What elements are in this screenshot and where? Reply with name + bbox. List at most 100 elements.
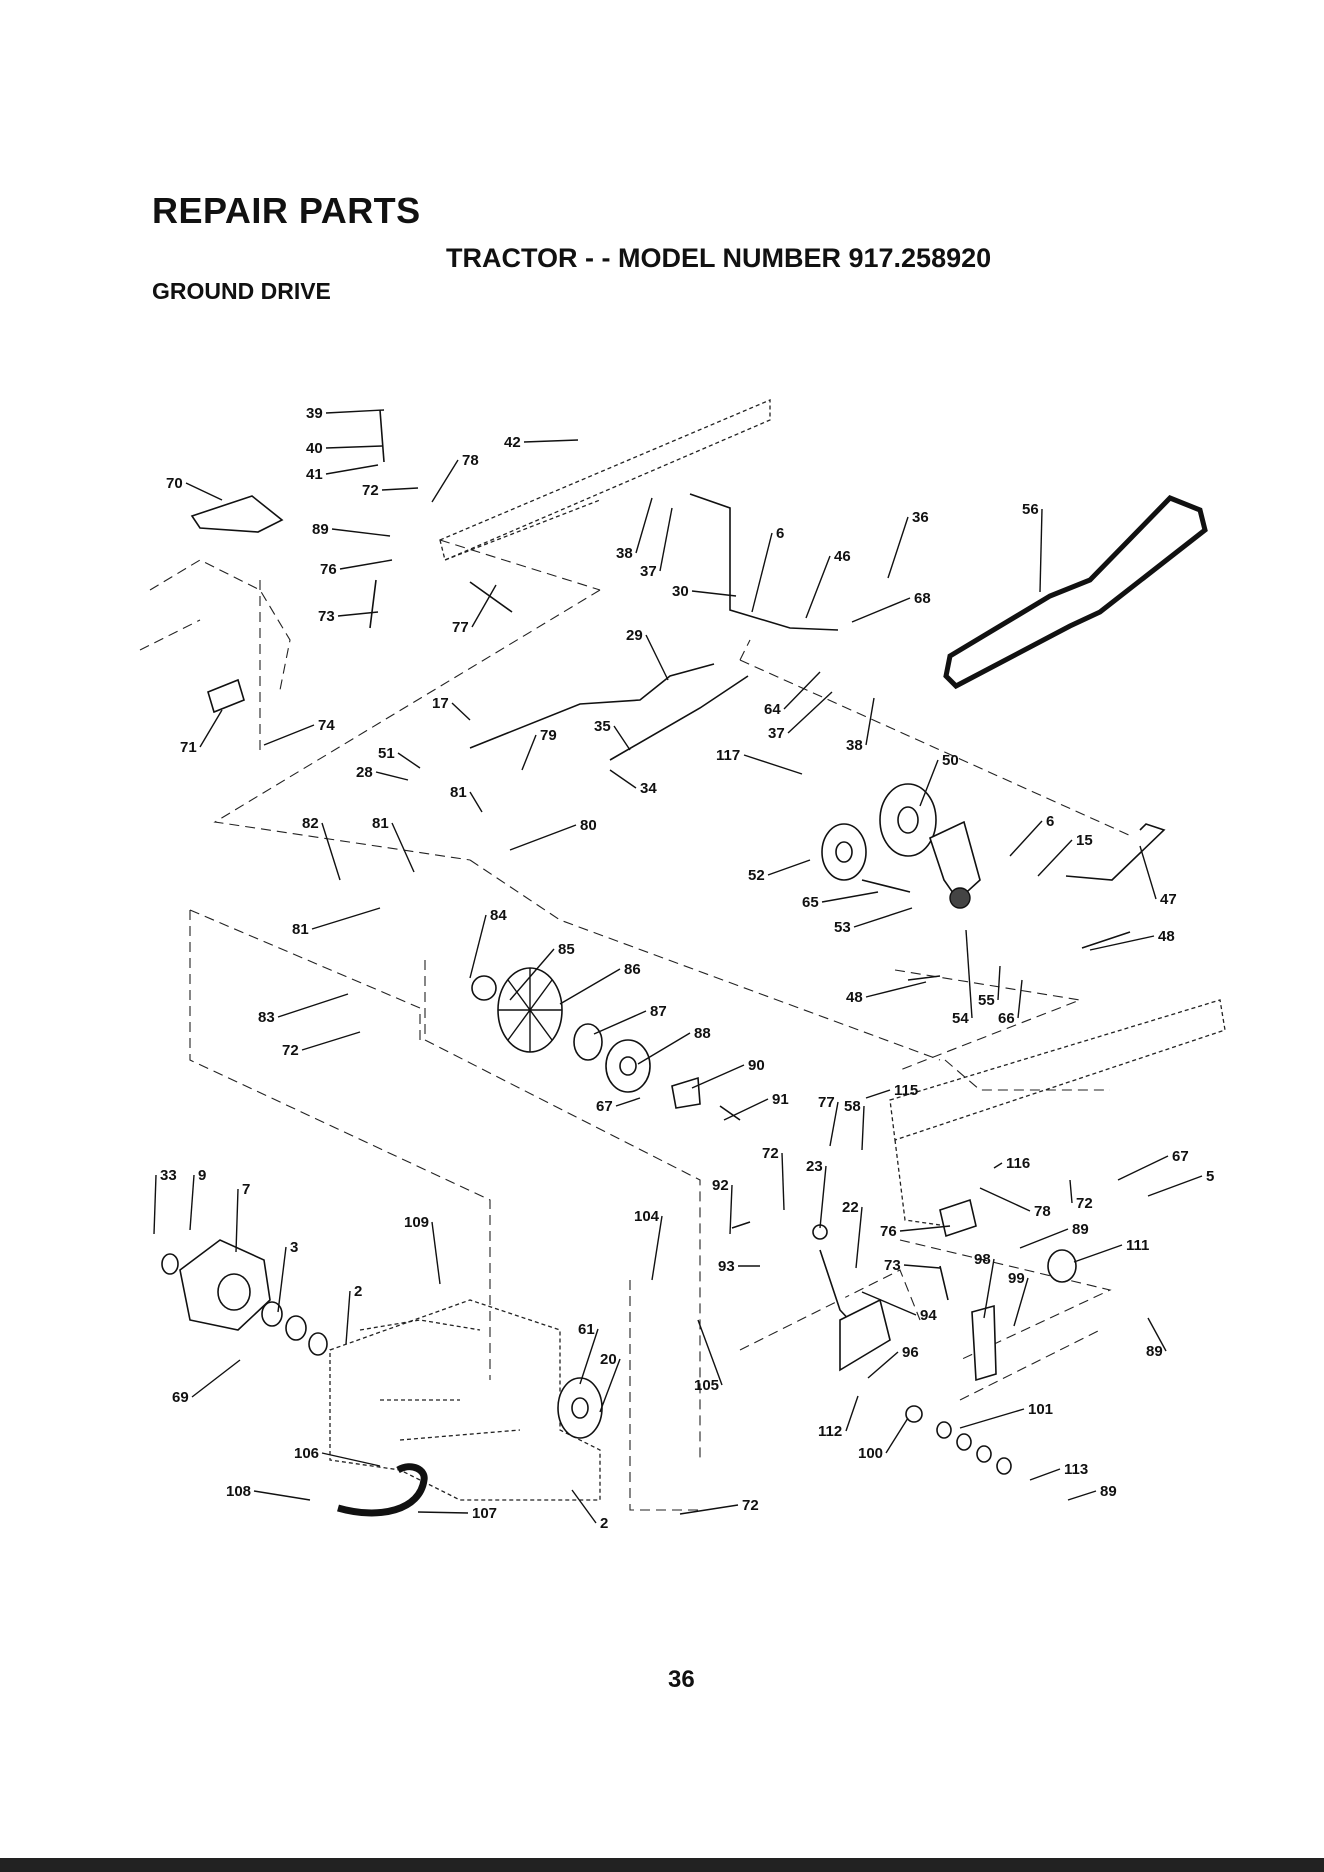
callout-leader-86	[559, 968, 621, 1005]
callout-label-54: 54	[952, 1010, 969, 1027]
callout-leader-30	[691, 590, 737, 597]
idler-bracket	[929, 820, 981, 909]
callout-label-77: 77	[818, 1094, 835, 1111]
callout-label-5: 5	[1206, 1168, 1214, 1185]
tractor-frame-rail-lower	[889, 999, 1226, 1226]
callout-leader-51	[397, 752, 421, 769]
callout-label-72: 72	[282, 1042, 299, 1059]
callout-label-78: 78	[1034, 1203, 1051, 1220]
callout-label-6: 6	[776, 525, 784, 542]
callout-leader-77	[471, 584, 497, 628]
callout-label-79: 79	[540, 727, 557, 744]
callout-leader-42	[523, 439, 579, 443]
callout-label-81: 81	[450, 784, 467, 801]
callout-label-99: 99	[1008, 1270, 1025, 1287]
callout-leader-96	[867, 1351, 899, 1379]
cooling-fan	[471, 967, 563, 1053]
callout-leader-48	[865, 981, 927, 998]
callout-leader-113	[1029, 1468, 1061, 1481]
spacer-111	[1047, 1249, 1077, 1283]
callout-leader-73	[337, 611, 379, 617]
callout-leader-83	[277, 993, 349, 1018]
callout-label-113: 113	[1064, 1461, 1088, 1478]
callout-leader-72	[781, 1152, 785, 1211]
callout-label-22: 22	[842, 1199, 859, 1216]
callout-label-115: 115	[894, 1082, 918, 1099]
callout-label-6: 6	[1046, 813, 1054, 830]
callout-label-83: 83	[258, 1009, 275, 1026]
callout-leader-54	[965, 929, 973, 1019]
callout-label-48: 48	[1158, 928, 1175, 945]
callout-leader-35	[613, 725, 631, 751]
callout-label-47: 47	[1160, 891, 1177, 908]
callout-leader-81	[469, 791, 483, 813]
callout-leader-89	[1147, 1317, 1167, 1352]
callout-leader-89	[1019, 1228, 1069, 1249]
callout-label-67: 67	[596, 1098, 613, 1115]
callout-leader-98	[983, 1258, 995, 1319]
callout-leader-72	[381, 487, 419, 491]
callout-label-73: 73	[318, 608, 335, 625]
callout-label-50: 50	[942, 752, 959, 769]
callout-leader-65	[821, 891, 879, 903]
hardware-bolts	[369, 409, 1131, 1301]
callout-leader-101	[959, 1408, 1025, 1429]
callout-label-100: 100	[858, 1445, 883, 1462]
callout-label-96: 96	[902, 1344, 919, 1361]
idler-pulley-50	[879, 783, 937, 857]
callout-leader-64	[783, 671, 821, 710]
callout-leader-105	[697, 1319, 723, 1386]
callout-leader-47	[1139, 845, 1157, 900]
callout-label-40: 40	[306, 440, 323, 457]
callout-leader-82	[321, 822, 341, 881]
callout-leader-52	[767, 859, 811, 876]
callout-label-94: 94	[920, 1307, 937, 1324]
callout-leader-48	[1089, 935, 1155, 951]
callout-leader-37	[787, 691, 833, 734]
callout-label-117: 117	[716, 747, 740, 764]
callout-label-35: 35	[594, 718, 611, 735]
callout-label-89: 89	[312, 521, 329, 538]
callout-label-2: 2	[600, 1515, 608, 1532]
transaxle-pulley-61	[557, 1377, 603, 1439]
callout-leader-6	[1009, 820, 1043, 857]
callout-leader-88	[637, 1032, 691, 1065]
callout-leader-55	[997, 965, 1001, 1001]
callout-leader-84	[469, 914, 487, 979]
callout-label-107: 107	[472, 1505, 497, 1522]
callout-leader-2	[571, 1489, 597, 1524]
callout-leader-68	[851, 597, 911, 623]
callout-label-93: 93	[718, 1258, 735, 1275]
callout-leader-29	[645, 634, 669, 681]
callout-label-81: 81	[372, 815, 389, 832]
callout-leader-2	[345, 1290, 351, 1345]
pedal-bracket	[207, 678, 245, 714]
callout-leader-76	[899, 1225, 951, 1232]
callout-leader-46	[805, 555, 831, 619]
callout-label-15: 15	[1076, 832, 1093, 849]
callout-label-30: 30	[672, 583, 689, 600]
callout-label-88: 88	[694, 1025, 711, 1042]
callout-leader-70	[185, 482, 223, 501]
callout-leader-37	[659, 507, 673, 572]
callout-label-46: 46	[834, 548, 851, 565]
callout-label-71: 71	[180, 739, 197, 756]
vent-hose	[337, 1463, 428, 1517]
brake-arm	[671, 1076, 701, 1109]
clutch-rods	[469, 663, 749, 761]
callout-label-104: 104	[634, 1208, 660, 1225]
callout-leader-5	[1147, 1175, 1203, 1197]
callout-leader-67	[1117, 1155, 1169, 1181]
callout-label-78: 78	[462, 452, 479, 469]
callout-label-55: 55	[978, 992, 995, 1009]
callout-leader-38	[635, 497, 653, 554]
callout-label-89: 89	[1072, 1221, 1089, 1238]
model-subtitle: TRACTOR - - MODEL NUMBER 917.258920	[446, 243, 992, 273]
callout-leader-56	[1039, 508, 1043, 593]
input-pulley	[573, 1023, 651, 1093]
washer-stack-101	[905, 1405, 1012, 1475]
assembly-guide-lines	[139, 539, 1141, 1511]
callout-label-89: 89	[1146, 1343, 1163, 1360]
callout-label-87: 87	[650, 1003, 667, 1020]
